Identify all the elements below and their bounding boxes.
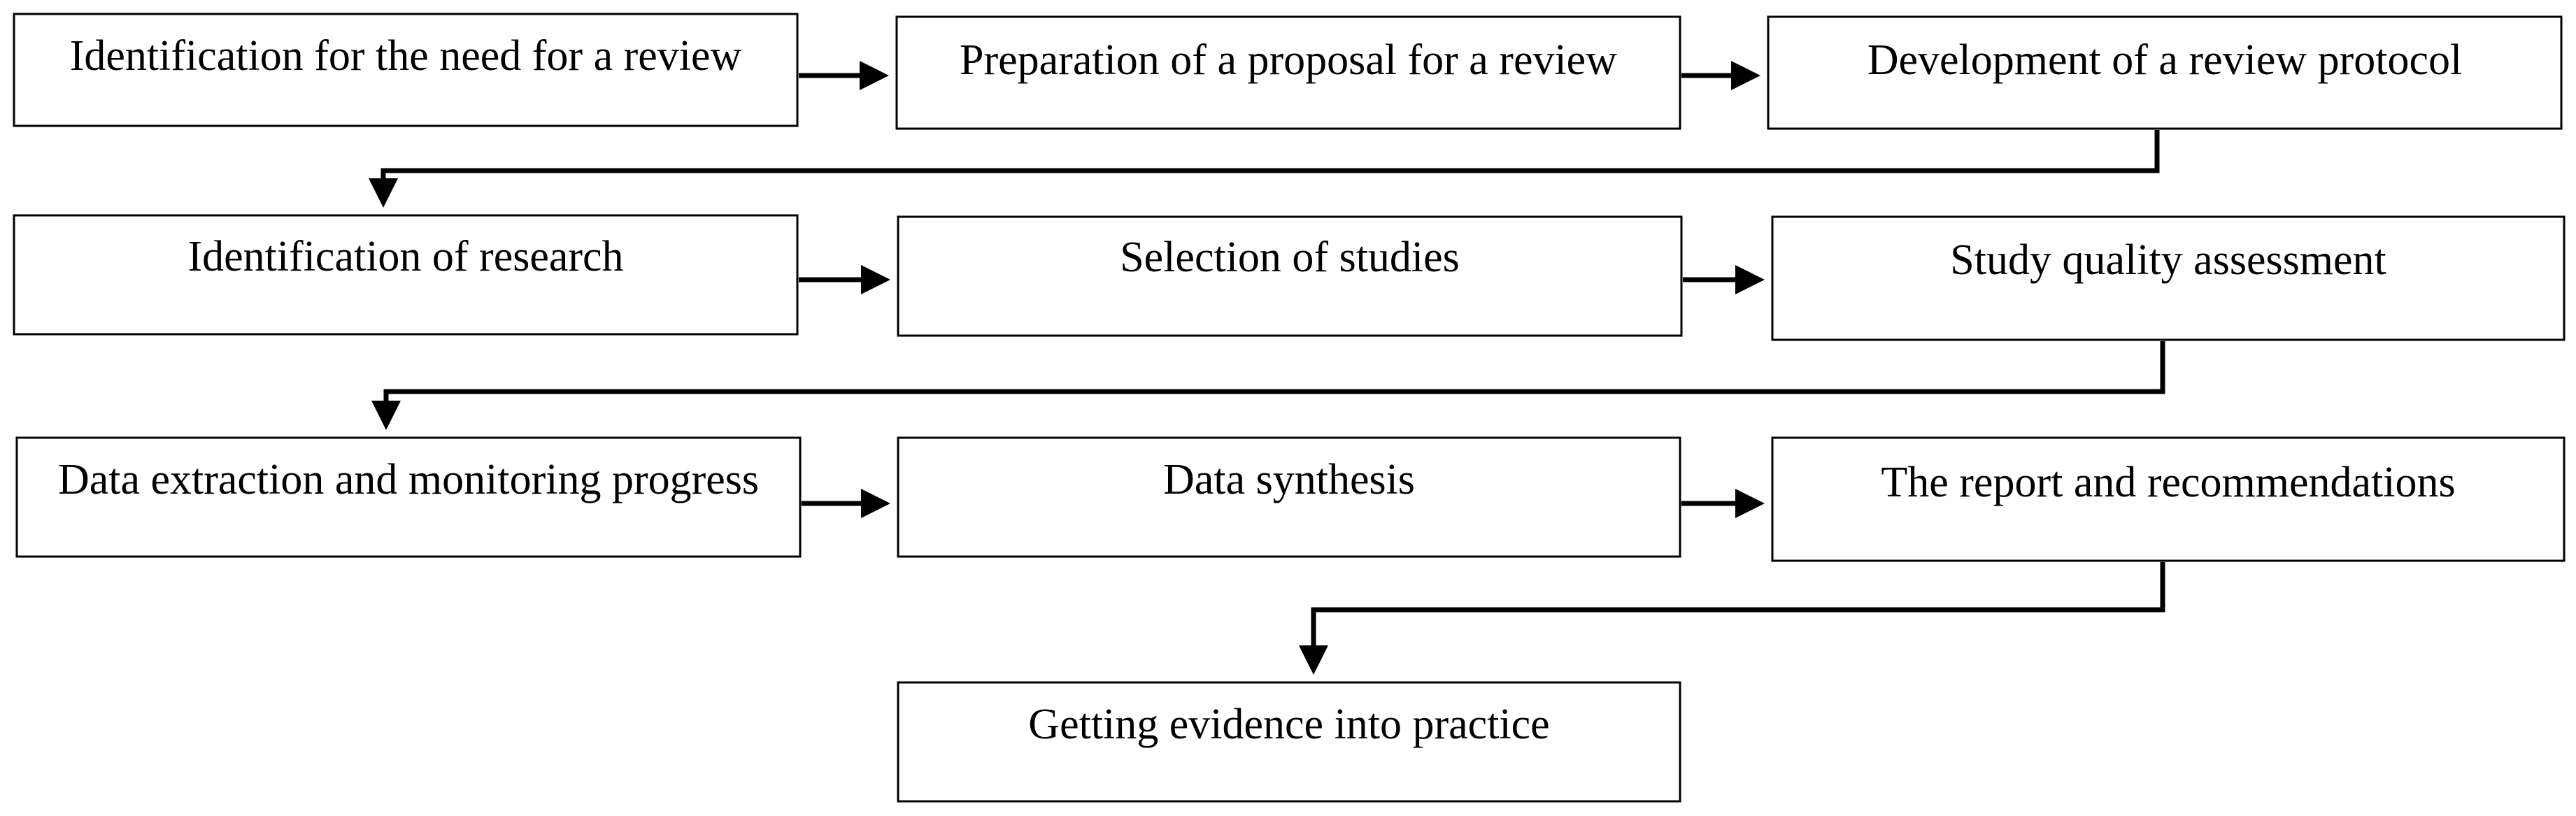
step-label: Preparation of a proposal for a review xyxy=(960,36,1617,84)
step-selection-studies: Selection of studies xyxy=(897,215,1683,337)
arrow-protocol-to-research xyxy=(369,130,2160,208)
step-quality-assessment: Study quality assessment xyxy=(1771,215,2566,341)
step-label: Study quality assessment xyxy=(1950,236,2386,284)
step-label: Identification for the need for a review xyxy=(70,32,742,80)
step-label: Data synthesis xyxy=(1163,456,1415,503)
step-identification-need: Identification for the need for a review xyxy=(13,13,799,127)
step-report-recommendations: The report and recommendations xyxy=(1771,436,2566,562)
step-development-protocol: Development of a review protocol xyxy=(1767,15,2563,130)
arrow-report-to-evidence xyxy=(1299,562,2165,675)
step-label: Data extraction and monitoring progress xyxy=(58,456,759,503)
step-label: The report and recommendations xyxy=(1881,459,2455,506)
step-data-extraction: Data extraction and monitoring progress xyxy=(15,436,802,558)
step-label: Identification of research xyxy=(187,233,623,280)
step-data-synthesis: Data synthesis xyxy=(897,436,1681,558)
step-evidence-into-practice: Getting evidence into practice xyxy=(897,681,1681,803)
step-label: Getting evidence into practice xyxy=(1028,701,1549,748)
step-identification-research: Identification of research xyxy=(13,214,799,336)
step-label: Selection of studies xyxy=(1120,234,1460,281)
step-preparation-proposal: Preparation of a proposal for a review xyxy=(895,15,1681,130)
step-label: Development of a review protocol xyxy=(1867,36,2462,84)
arrow-quality-to-extraction xyxy=(371,341,2165,430)
